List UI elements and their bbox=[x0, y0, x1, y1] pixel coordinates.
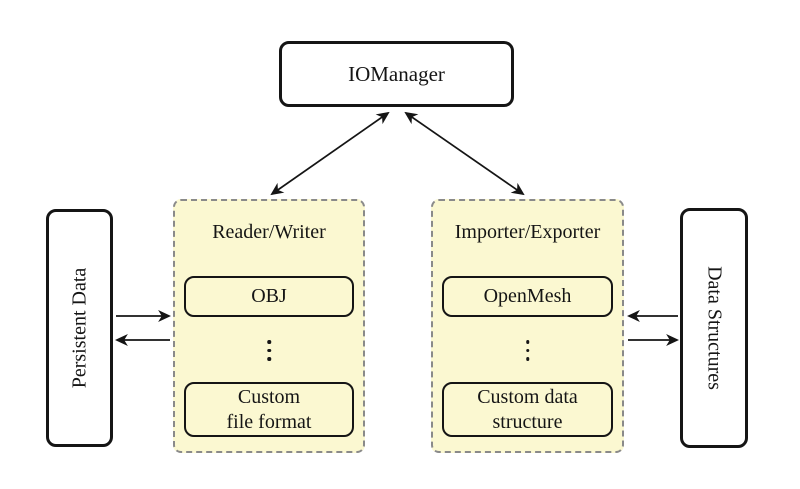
custom-data-structure-box: Custom data structure bbox=[442, 382, 613, 437]
data-structures-node: Data Structures bbox=[680, 208, 748, 448]
arrow-iomanager-readerwriter bbox=[270, 111, 390, 196]
custom-file-format-box: Custom file format bbox=[184, 382, 354, 437]
iomanager-label: IOManager bbox=[348, 61, 445, 86]
data-structures-label: Data Structures bbox=[703, 266, 726, 390]
arrow-iomanager-importerexporter bbox=[404, 111, 525, 196]
importer-exporter-panel: Importer/Exporter OpenMesh Custom data s… bbox=[431, 199, 624, 453]
persistent-data-label: Persistent Data bbox=[68, 267, 90, 389]
persistent-data-node: Persistent Data bbox=[46, 209, 113, 447]
reader-writer-panel-title: Reader/Writer bbox=[212, 221, 326, 243]
obj-box: OBJ bbox=[184, 276, 354, 317]
vertical-ellipsis bbox=[267, 340, 271, 361]
vertical-ellipsis bbox=[525, 340, 530, 361]
importer-exporter-panel-title: Importer/Exporter bbox=[454, 221, 601, 243]
iomanager-node: IOManager bbox=[279, 41, 514, 107]
openmesh-label: OpenMesh bbox=[483, 285, 572, 308]
custom-file-format-label: Custom file format bbox=[226, 386, 312, 433]
custom-data-structure-label: Custom data structure bbox=[477, 386, 578, 433]
reader-writer-panel: Reader/Writer OBJ Custom file format bbox=[173, 199, 365, 453]
openmesh-box: OpenMesh bbox=[442, 276, 613, 317]
obj-label: OBJ bbox=[251, 285, 287, 308]
